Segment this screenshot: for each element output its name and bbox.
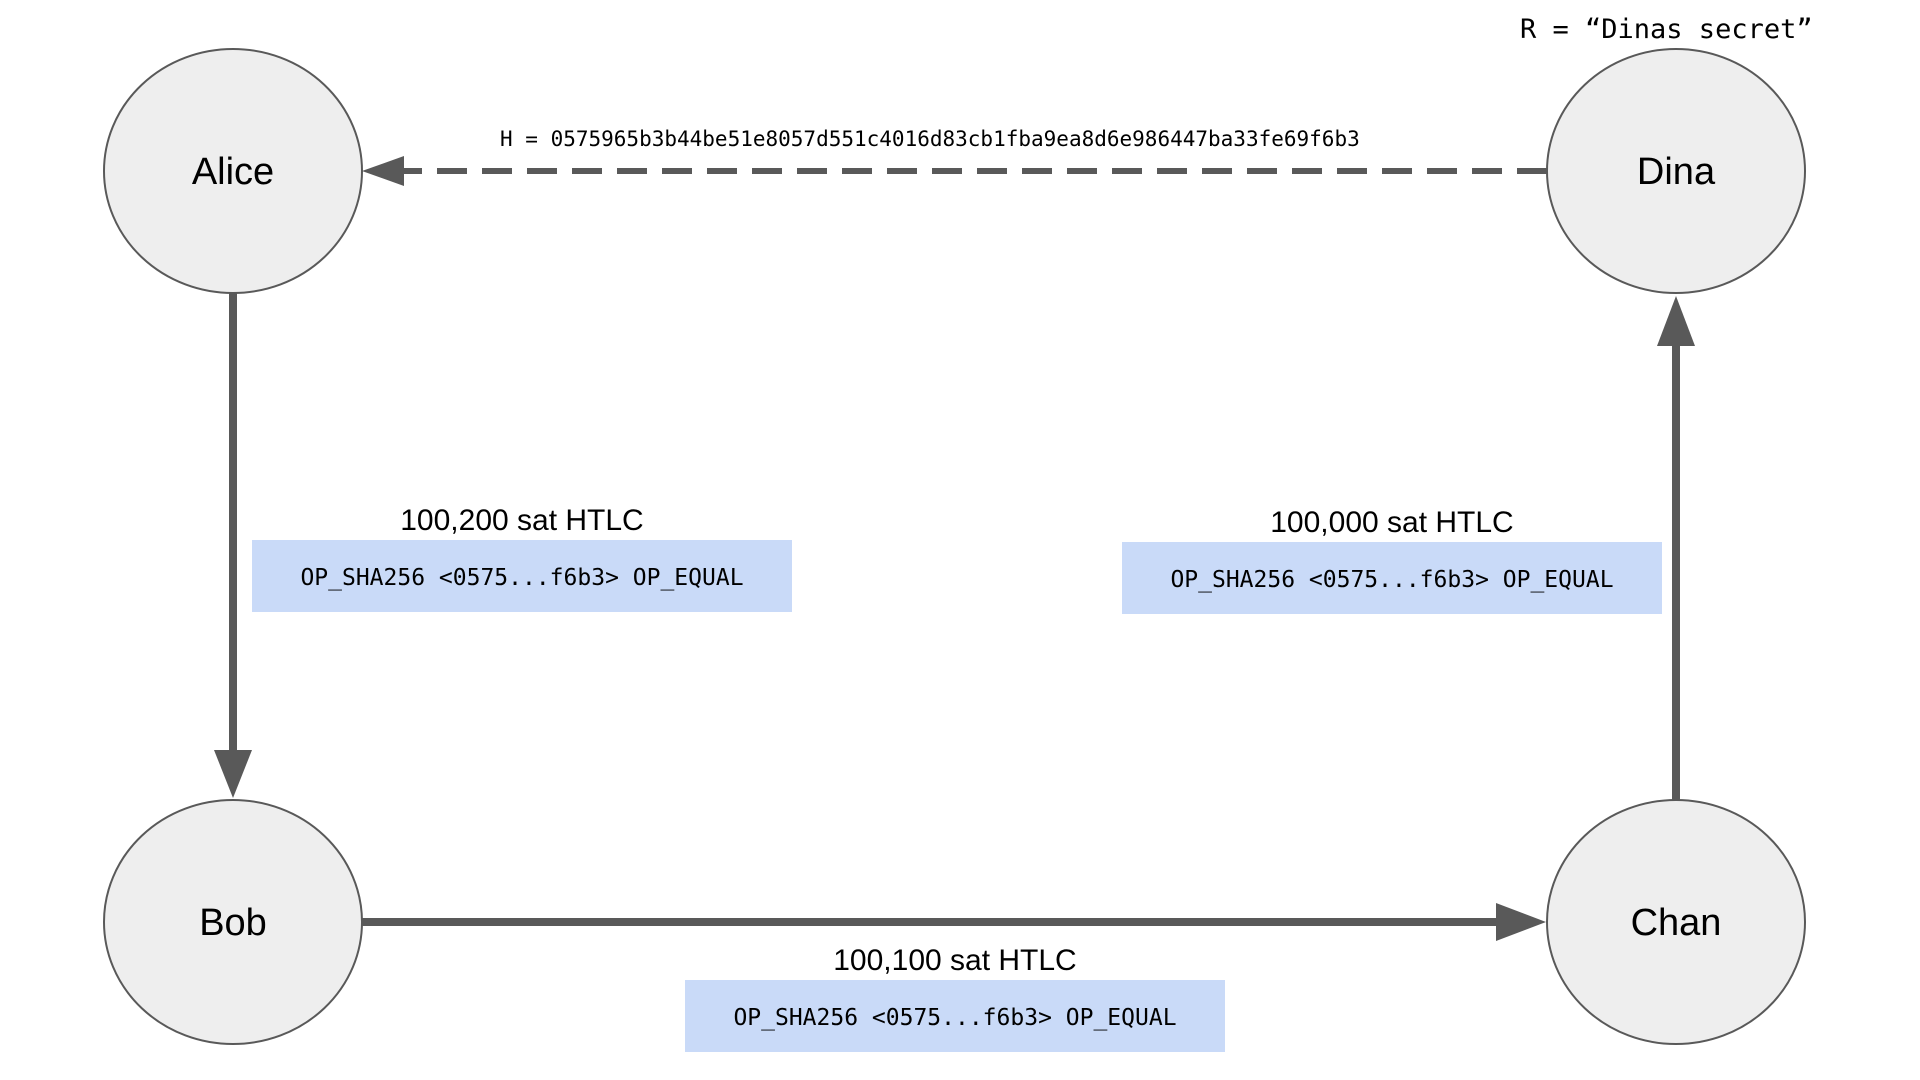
node-chan-label: Chan	[1631, 902, 1722, 944]
node-dina: Dina	[1546, 48, 1806, 294]
hash-label: H = 0575965b3b44be51e8057d551c4016d83cb1…	[500, 127, 1360, 151]
dashed-arrow-dina-to-alice-head	[362, 156, 404, 186]
node-bob-label: Bob	[199, 902, 267, 944]
node-alice: Alice	[103, 48, 363, 294]
arrow-bob-to-chan-head	[1496, 903, 1546, 941]
arrow-chan-to-dina-head	[1657, 296, 1695, 346]
node-bob: Bob	[103, 799, 363, 1045]
htlc-bob-chan-script-box	[685, 980, 1225, 1052]
htlc-bob-chan-script: OP_SHA256 <0575...f6b3> OP_EQUAL	[733, 1005, 1176, 1031]
arrow-alice-to-bob-head	[214, 750, 252, 798]
htlc-alice-bob: 100,200 sat HTLC OP_SHA256 <0575...f6b3>…	[252, 504, 792, 612]
htlc-chan-dina-amount: 100,000 sat HTLC	[1270, 506, 1513, 539]
htlc-bob-chan-amount: 100,100 sat HTLC	[833, 944, 1076, 977]
htlc-chan-dina: 100,000 sat HTLC OP_SHA256 <0575...f6b3>…	[1122, 506, 1662, 614]
secret-label: R = “Dinas secret”	[1520, 14, 1813, 45]
htlc-chan-dina-script: OP_SHA256 <0575...f6b3> OP_EQUAL	[1170, 567, 1613, 593]
htlc-chan-dina-script-box	[1122, 542, 1662, 614]
htlc-bob-chan: 100,100 sat HTLC OP_SHA256 <0575...f6b3>…	[685, 944, 1225, 1052]
htlc-alice-bob-script: OP_SHA256 <0575...f6b3> OP_EQUAL	[300, 565, 743, 591]
node-dina-label: Dina	[1637, 151, 1716, 193]
node-chan: Chan	[1546, 799, 1806, 1045]
node-alice-label: Alice	[192, 151, 274, 193]
htlc-alice-bob-amount: 100,200 sat HTLC	[400, 504, 643, 537]
htlc-alice-bob-script-box	[252, 540, 792, 612]
